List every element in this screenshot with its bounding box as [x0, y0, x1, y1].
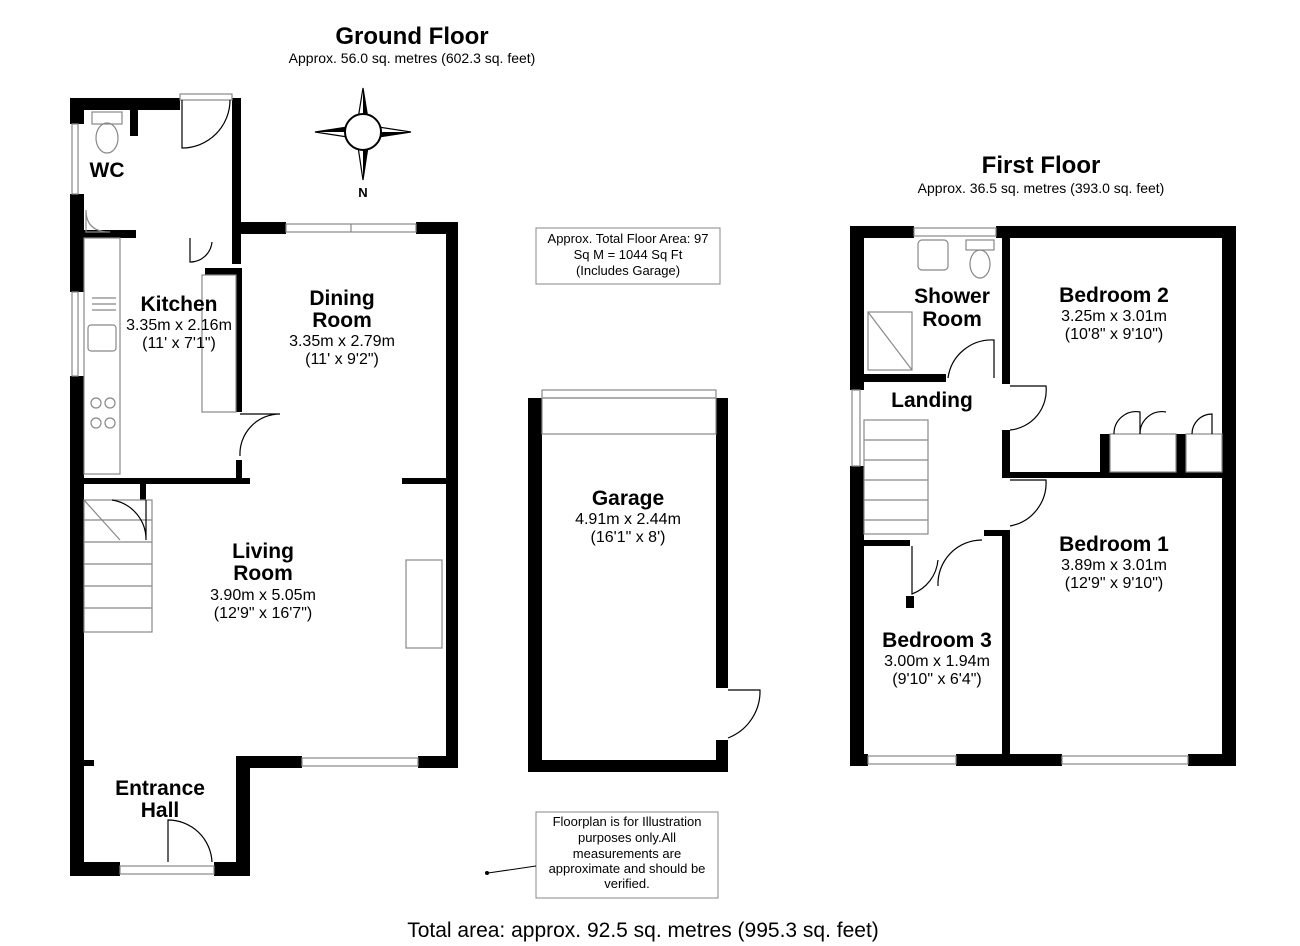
shower-label-1: Shower — [914, 285, 990, 308]
entrance-label-1: Entrance — [115, 777, 205, 800]
disclaimer-line1: Floorplan is for Illustration — [553, 814, 702, 829]
bedroom1-metric: 3.89m x 3.01m — [1061, 557, 1167, 574]
living-imperial: (12'9" x 16'7") — [214, 605, 312, 622]
garage-label: Garage — [592, 487, 664, 510]
living-label-2: Room — [233, 562, 293, 585]
disclaimer-line3: measurements are — [573, 846, 681, 861]
bedroom3-label: Bedroom 3 — [882, 629, 992, 652]
compass-icon: N — [314, 87, 412, 200]
dining-label-2: Room — [312, 309, 372, 332]
bedroom2-imperial: (10'8" x 9'10") — [1065, 326, 1163, 343]
bedroom3-imperial: (9'10" x 6'4") — [892, 671, 982, 688]
first-floor-title: First Floor — [982, 152, 1101, 179]
first-floor-doors — [911, 339, 1213, 595]
bedroom1-imperial: (12'9" x 9'10") — [1065, 575, 1163, 592]
wc-label: WC — [90, 159, 125, 182]
first-floor-fixtures — [851, 227, 1223, 765]
ground-floor-title: Ground Floor — [335, 23, 488, 50]
entrance-label-2: Hall — [141, 799, 180, 822]
dining-label-1: Dining — [309, 287, 374, 310]
disclaimer-line5: verified. — [604, 876, 650, 891]
disclaimer-line4: approximate and should be — [549, 861, 706, 876]
dining-metric: 3.35m x 2.79m — [289, 333, 395, 350]
garage-imperial: (16'1" x 8') — [591, 529, 666, 546]
garage-metric: 4.91m x 2.44m — [575, 511, 681, 528]
garage-walls — [528, 389, 761, 772]
disclaimer-note: Floorplan is for Illustration purposes o… — [485, 811, 719, 899]
bedroom2-label: Bedroom 2 — [1059, 284, 1169, 307]
ground-floor-doors — [111, 99, 281, 863]
bedroom1-label: Bedroom 1 — [1059, 533, 1169, 556]
shower-label-2: Room — [922, 308, 982, 331]
bedroom3-metric: 3.00m x 1.94m — [884, 653, 990, 670]
kitchen-imperial: (11' x 7'1") — [142, 335, 216, 352]
first-floor-area: Approx. 36.5 sq. metres (393.0 sq. feet) — [918, 180, 1165, 196]
compass-north-label: N — [358, 185, 367, 200]
total-floor-note-line1: Approx. Total Floor Area: 97 — [548, 231, 709, 246]
ground-floor-walls — [70, 98, 458, 876]
landing-label: Landing — [891, 389, 973, 412]
ground-floor-area: Approx. 56.0 sq. metres (602.3 sq. feet) — [289, 50, 536, 66]
first-floor-walls — [850, 226, 1236, 766]
living-label-1: Living — [232, 540, 294, 563]
bedroom2-metric: 3.25m x 3.01m — [1061, 308, 1167, 325]
ground-floor-fixtures — [71, 93, 443, 875]
dining-imperial: (11' x 9'2") — [305, 351, 379, 368]
total-floor-note-line2: Sq M = 1044 Sq Ft — [574, 247, 683, 262]
kitchen-label: Kitchen — [140, 293, 217, 316]
total-floor-area-note: Approx. Total Floor Area: 97 Sq M = 1044… — [535, 227, 721, 285]
total-floor-note-line3: (Includes Garage) — [576, 263, 680, 278]
total-area: Total area: approx. 92.5 sq. metres (995… — [407, 919, 879, 942]
disclaimer-line2: purposes only.All — [578, 830, 676, 845]
living-metric: 3.90m x 5.05m — [210, 587, 316, 604]
kitchen-metric: 3.35m x 2.16m — [126, 317, 232, 334]
